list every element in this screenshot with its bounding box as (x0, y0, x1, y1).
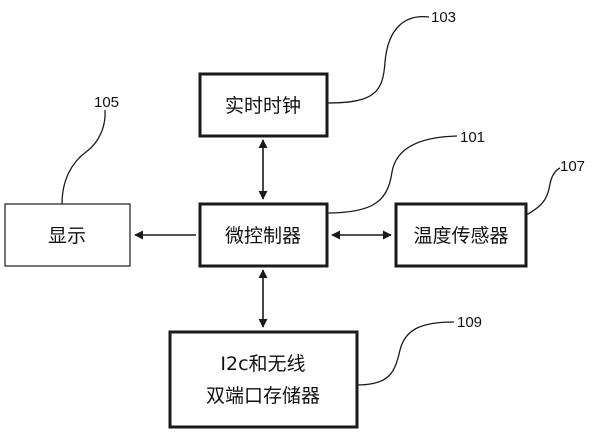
ref-109-leader (356, 321, 455, 386)
clock-block: 实时时钟 (198, 72, 329, 138)
display-block: 显示 (4, 203, 131, 267)
memory-block: I2c和无线 双端口存储器 (168, 330, 359, 429)
memory-box (168, 330, 359, 429)
ref-103-leader (326, 15, 430, 104)
ref-107: 107 (560, 158, 585, 175)
sensor-block: 温度传感器 (394, 202, 528, 268)
sensor-label: 温度传感器 (413, 225, 508, 247)
display-box (4, 203, 131, 267)
clock-box (198, 72, 329, 138)
ref-101-leader (326, 135, 458, 214)
memory-label-line1: I2c和无线 (220, 353, 305, 375)
mcu-box (198, 202, 329, 268)
clock-label: 实时时钟 (225, 95, 301, 117)
ref-109: 109 (457, 314, 482, 331)
mcu-label: 微控制器 (225, 225, 301, 247)
mcu-block: 微控制器 (198, 202, 329, 268)
ref-101: 101 (460, 129, 485, 146)
ref-103: 103 (431, 9, 456, 26)
memory-label-line2: 双端口存储器 (206, 385, 320, 407)
ref-107-leader (525, 167, 561, 216)
sensor-box (394, 202, 528, 268)
ref-105-leader (61, 109, 106, 205)
ref-105: 105 (94, 94, 119, 111)
display-label: 显示 (48, 225, 86, 247)
